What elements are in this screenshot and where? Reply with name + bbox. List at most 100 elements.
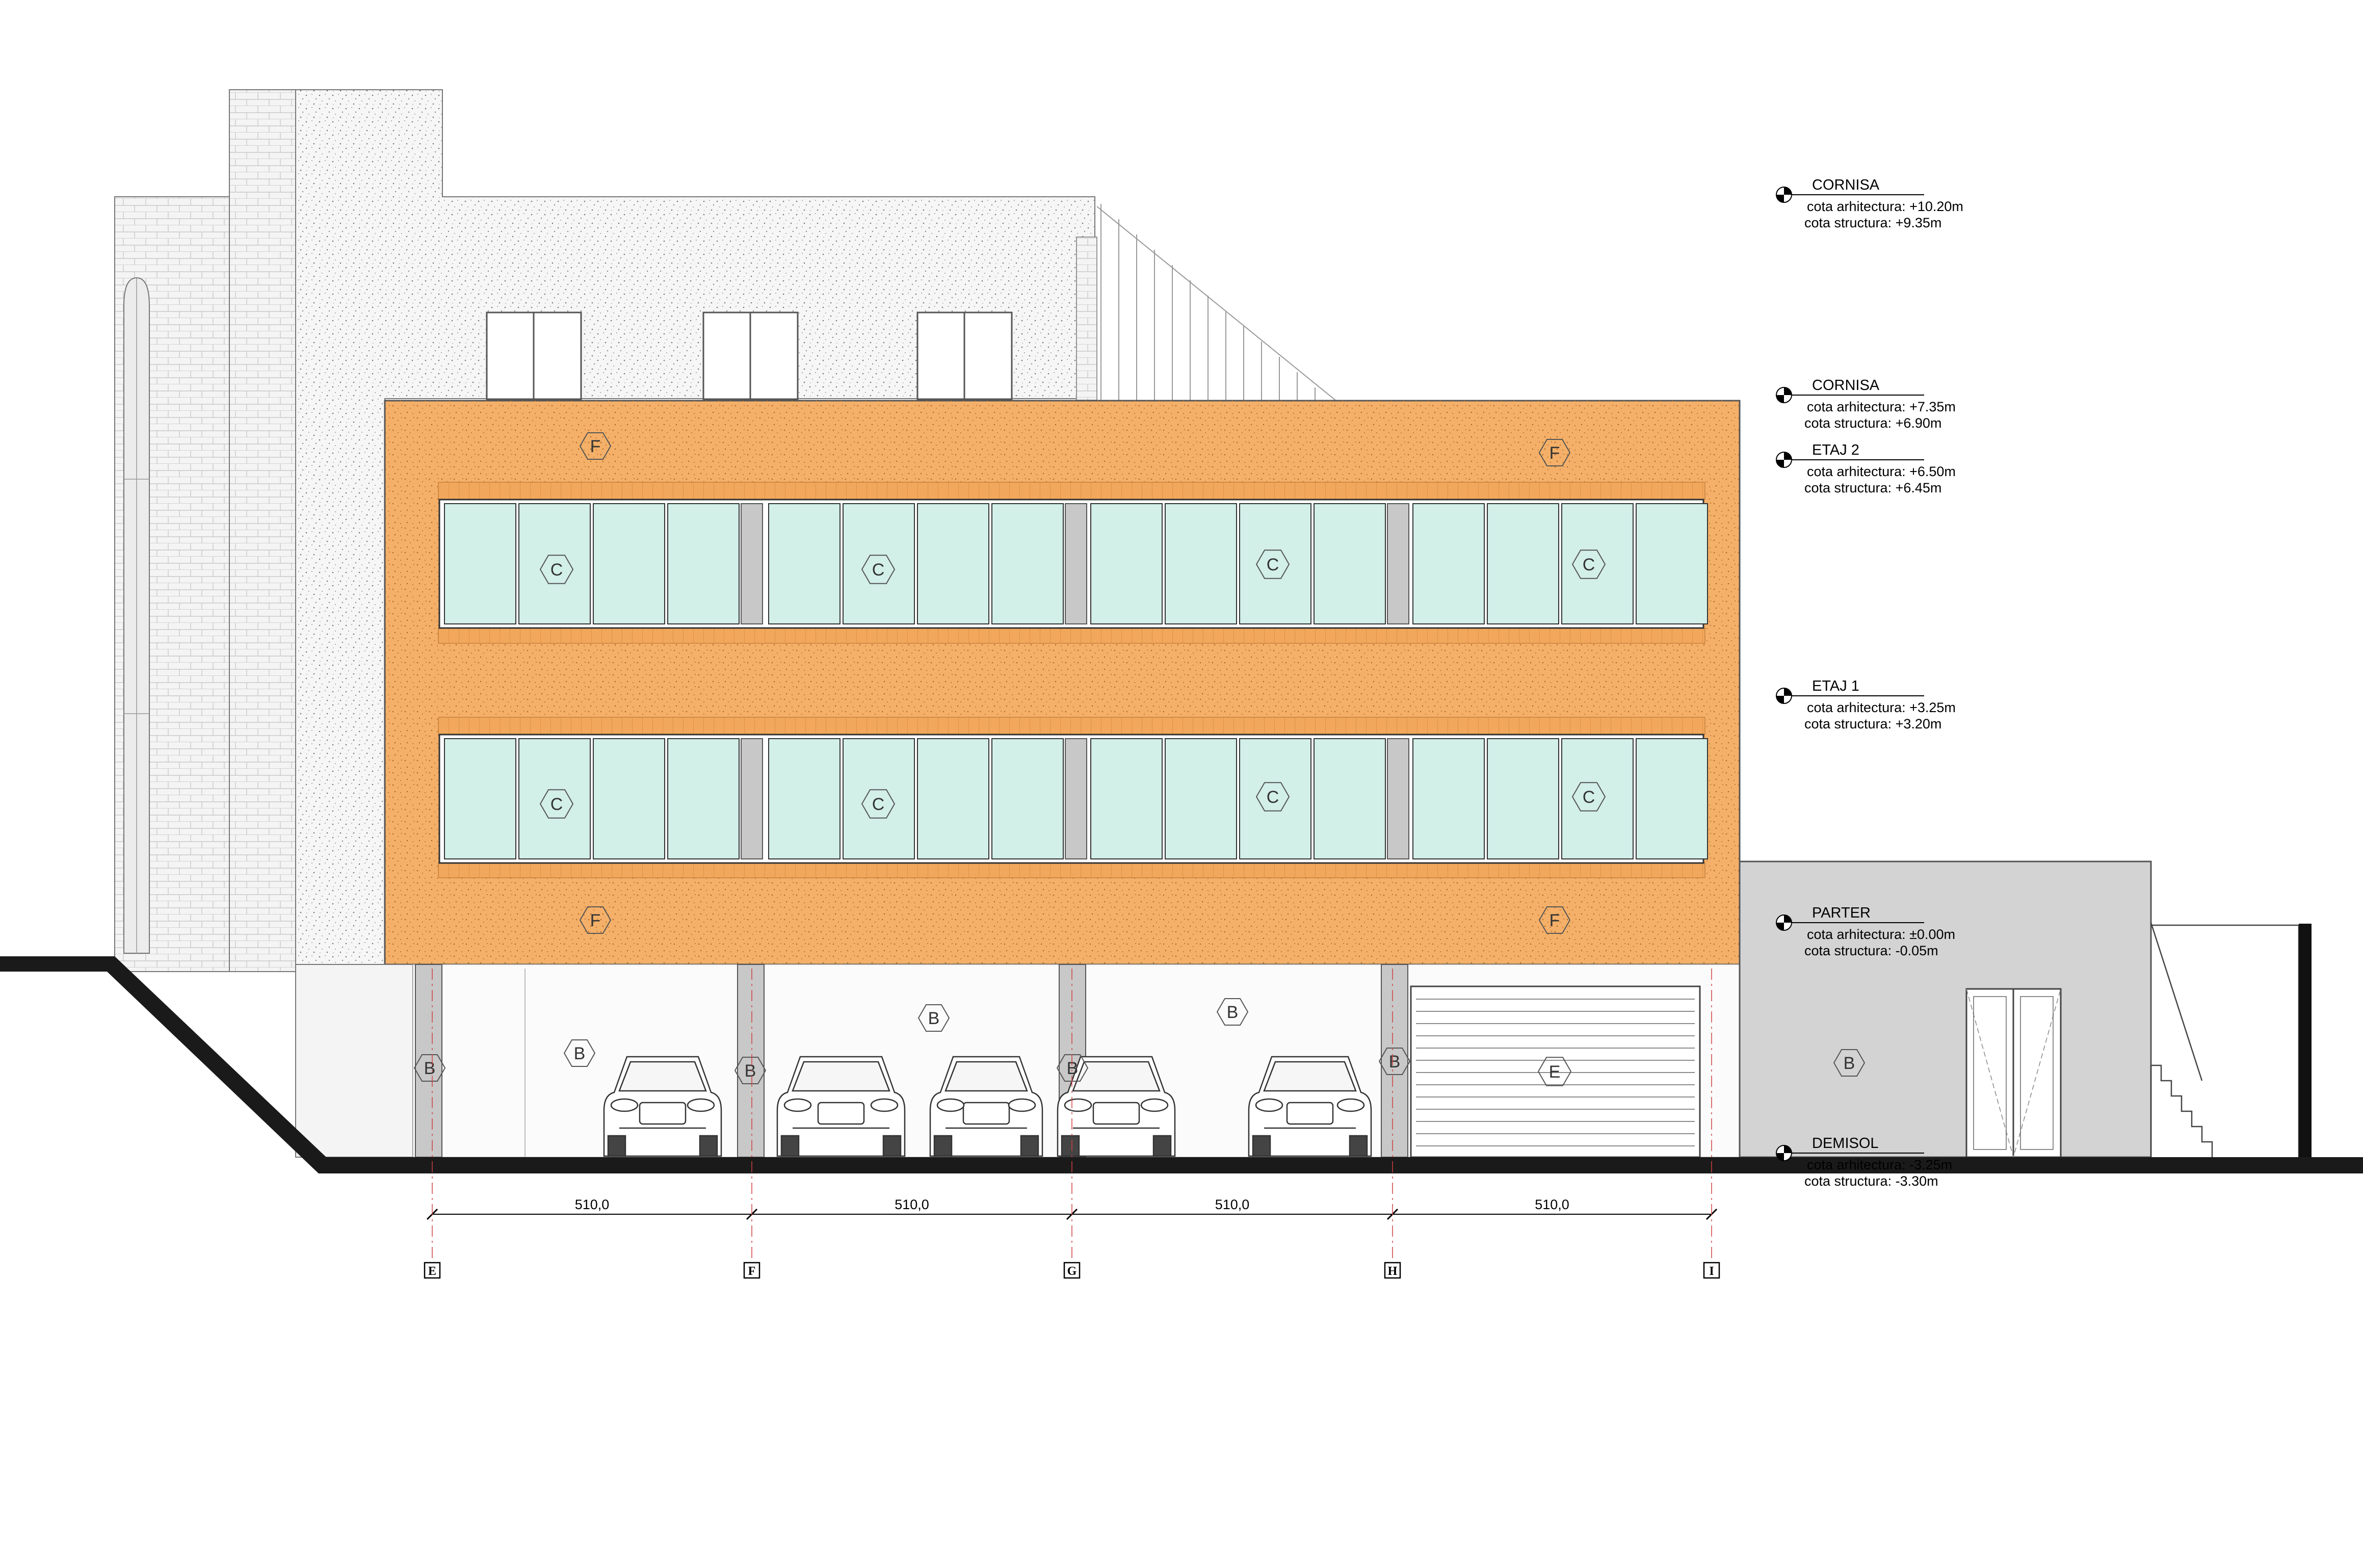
material-tag: C bbox=[861, 555, 896, 584]
exterior-stair bbox=[2150, 922, 2300, 1167]
material-tag-label: B bbox=[928, 1009, 940, 1028]
car bbox=[1248, 1056, 1372, 1157]
glass-pane bbox=[991, 738, 1064, 859]
mullion bbox=[1387, 738, 1409, 859]
level-struct-elevation: cota structura: +6.90m bbox=[1804, 415, 1941, 431]
material-tag-label: C bbox=[1583, 555, 1595, 574]
dimension-label: 510,0 bbox=[895, 1197, 929, 1212]
mullion bbox=[741, 738, 763, 859]
glass-pane bbox=[991, 503, 1064, 624]
parked-cars bbox=[603, 1056, 1372, 1157]
material-tag: B bbox=[563, 1039, 596, 1067]
glass-pane bbox=[917, 738, 989, 859]
level-name: ETAJ 2 bbox=[1812, 442, 1859, 458]
glass-pane bbox=[1239, 503, 1311, 624]
dimension-label: 510,0 bbox=[1535, 1197, 1569, 1212]
glass-pane bbox=[1090, 738, 1163, 859]
car bbox=[603, 1056, 722, 1157]
dimension-label: 510,0 bbox=[1215, 1197, 1250, 1212]
level-struct-elevation: cota structura: -0.05m bbox=[1804, 943, 1938, 958]
car bbox=[776, 1056, 906, 1157]
glass-pane bbox=[444, 503, 516, 624]
brick-strip bbox=[1076, 237, 1097, 401]
stair-tower bbox=[229, 89, 296, 972]
sill-band bbox=[438, 862, 1705, 878]
material-tag: C bbox=[1571, 782, 1606, 812]
material-tag-label: B bbox=[1389, 1052, 1401, 1072]
glass-pane bbox=[1314, 503, 1386, 624]
dimension-label: 510,0 bbox=[575, 1197, 610, 1212]
material-tag-label: C bbox=[1583, 788, 1595, 807]
level-name: DEMISOL bbox=[1812, 1135, 1879, 1152]
lintel-band bbox=[438, 482, 1705, 500]
material-tag: F bbox=[579, 432, 612, 460]
grid-axis-label: H bbox=[1388, 1265, 1398, 1278]
material-tag-label: C bbox=[550, 560, 563, 580]
basement-level bbox=[295, 860, 2312, 1167]
mullion bbox=[1065, 738, 1087, 859]
glass-pane bbox=[1561, 503, 1634, 624]
grid-axes: E F G H I bbox=[424, 969, 1720, 1279]
grid-axis: F bbox=[743, 969, 760, 1279]
material-tag: F bbox=[579, 906, 612, 934]
car bbox=[929, 1056, 1043, 1157]
glazing-strip-upper bbox=[438, 499, 1708, 629]
level-arch-elevation: cota arhitectura: +7.35m bbox=[1807, 399, 1956, 414]
material-tag: B bbox=[734, 1057, 767, 1084]
lintel-band bbox=[438, 717, 1705, 735]
mullion bbox=[1065, 503, 1087, 624]
material-tag: C bbox=[1255, 550, 1290, 579]
glass-pane bbox=[518, 503, 591, 624]
level-name: ETAJ 1 bbox=[1812, 678, 1859, 694]
material-tag-label: C bbox=[1267, 555, 1279, 574]
grid-axis-label: E bbox=[428, 1265, 436, 1278]
material-tag-label: C bbox=[872, 560, 885, 580]
glass-pane bbox=[843, 503, 915, 624]
level-name: PARTER bbox=[1812, 905, 1871, 921]
level-struct-elevation: cota structura: +6.45m bbox=[1804, 480, 1941, 495]
material-tag: B bbox=[917, 1004, 950, 1032]
material-tag-label: B bbox=[574, 1044, 586, 1063]
boundary-wall bbox=[2299, 924, 2312, 1167]
material-tag: B bbox=[1833, 1049, 1866, 1077]
glass-pane bbox=[1412, 738, 1485, 859]
glazing-strip-lower bbox=[438, 734, 1708, 864]
material-tag-label: B bbox=[1844, 1054, 1855, 1073]
material-tag-label: F bbox=[1550, 443, 1560, 463]
annex-block bbox=[1739, 860, 2152, 1158]
level-struct-elevation: cota structura: -3.30m bbox=[1804, 1173, 1938, 1189]
material-tag-label: B bbox=[424, 1059, 436, 1078]
level-name: CORNISA bbox=[1812, 377, 1880, 394]
material-tag: C bbox=[539, 789, 574, 819]
level-arch-elevation: cota arhitectura: +6.50m bbox=[1807, 464, 1956, 479]
material-tag: E bbox=[1537, 1057, 1572, 1086]
material-tag: C bbox=[1255, 782, 1290, 812]
material-tag-label: C bbox=[1267, 788, 1279, 807]
glass-pane bbox=[667, 738, 740, 859]
material-tag: B bbox=[1216, 998, 1249, 1026]
annex-door bbox=[1965, 988, 2062, 1159]
grid-axis-label: F bbox=[748, 1265, 756, 1278]
glass-pane bbox=[593, 738, 665, 859]
existing-building bbox=[114, 89, 1336, 972]
material-tag-label: F bbox=[590, 911, 601, 930]
mullion bbox=[1387, 503, 1409, 624]
material-tag-label: C bbox=[872, 795, 885, 814]
material-tag: B bbox=[1378, 1048, 1411, 1075]
grid-axis-label: G bbox=[1067, 1265, 1077, 1278]
glass-pane bbox=[1636, 738, 1708, 859]
grid-axis-label: I bbox=[1709, 1265, 1714, 1278]
material-tag-label: B bbox=[745, 1061, 756, 1081]
level-arch-elevation: cota arhitectura: +3.25m bbox=[1807, 700, 1956, 715]
glass-pane bbox=[1090, 503, 1163, 624]
material-tag: C bbox=[539, 555, 574, 584]
basement-left-wall bbox=[295, 964, 413, 1158]
glass-pane bbox=[667, 503, 740, 624]
material-tag-label: F bbox=[1550, 911, 1560, 930]
